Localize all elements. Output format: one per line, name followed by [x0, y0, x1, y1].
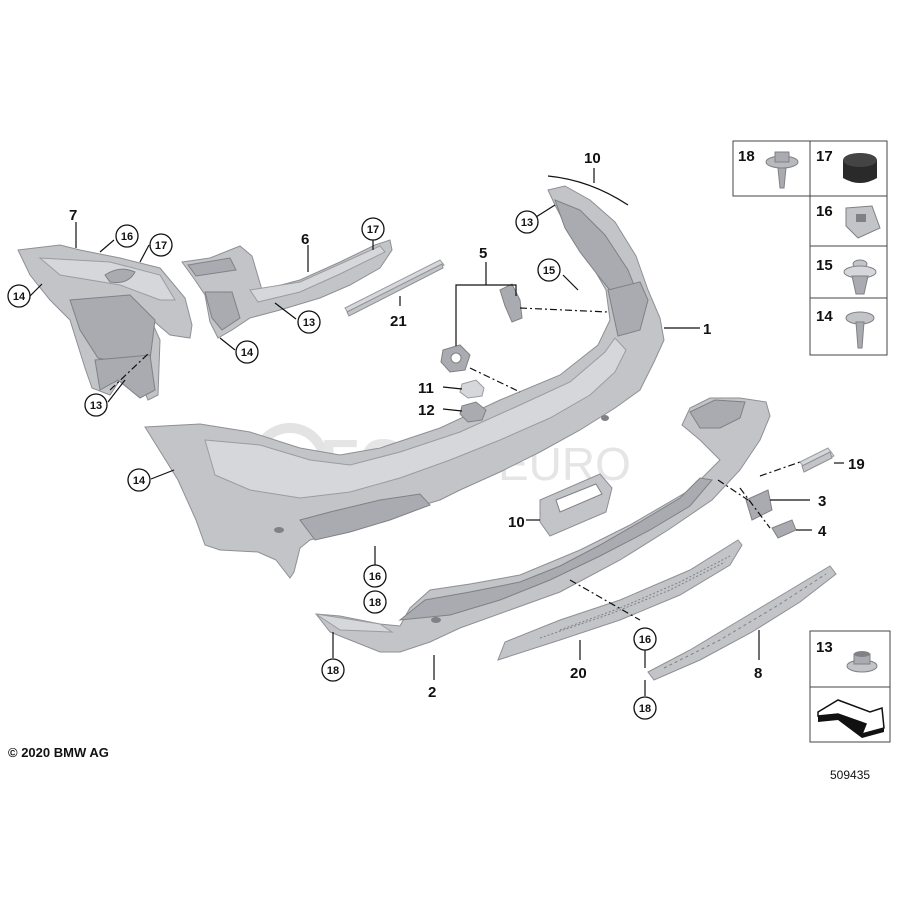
callout-19: 19 [848, 456, 865, 473]
circled-callout-14: 14 [235, 340, 259, 364]
svg-text:13: 13 [303, 317, 315, 329]
callout-6: 6 [301, 231, 309, 248]
svg-text:18: 18 [369, 597, 381, 609]
svg-text:13: 13 [521, 217, 533, 229]
legend-18-screw-with-washer: 18 [732, 140, 811, 197]
circled-callout-14: 14 [127, 468, 151, 492]
callout-9: 10 [508, 514, 525, 531]
circled-callout-17: 17 [149, 233, 173, 257]
rubber-buffer-icon [843, 153, 877, 183]
circled-callout-17: 17 [361, 217, 385, 241]
copyright-text: © 2020 BMW AG [8, 745, 109, 760]
svg-text:13: 13 [816, 639, 833, 656]
svg-text:14: 14 [13, 291, 26, 303]
circled-callout-18: 18 [321, 658, 345, 682]
part-5-sensor-holders [440, 283, 523, 373]
svg-text:14: 14 [816, 308, 833, 325]
circled-callout-16: 16 [633, 627, 657, 651]
body-screw-icon [845, 311, 875, 349]
legend-16-clip-nut: 16 [809, 195, 888, 247]
svg-text:16: 16 [639, 634, 651, 646]
circled-callouts: 16 17 14 17 13 14 13 13 15 14 16 18 18 1… [7, 210, 657, 720]
callout-12: 12 [418, 402, 435, 419]
screw-with-washer-icon [765, 151, 799, 189]
callout-1: 1 [703, 321, 711, 338]
callout-numbers: 10 7 6 5 21 1 11 12 19 3 4 10 2 20 8 [69, 150, 865, 701]
part-2-diffuser [314, 397, 771, 653]
dash-dot-leaders [109, 307, 801, 621]
part-20-grille [497, 539, 743, 661]
part-11-12-clips [459, 379, 487, 423]
circled-callout-13: 13 [84, 393, 108, 417]
svg-text:18: 18 [327, 665, 339, 677]
legend-15-expanding-rivet: 15 [809, 245, 888, 299]
circled-callout-18: 18 [633, 696, 657, 720]
flange-nut-icon [846, 651, 878, 673]
callout-5: 5 [479, 245, 487, 262]
legend-17-rubber-buffer: 17 [809, 140, 888, 197]
circled-callout-16: 16 [115, 224, 139, 248]
circled-callout-18: 18 [363, 590, 387, 614]
image-number: 509435 [830, 768, 871, 782]
svg-text:16: 16 [121, 231, 133, 243]
part-9-bracket [539, 473, 613, 537]
circled-callout-13: 13 [515, 210, 539, 234]
svg-text:17: 17 [367, 224, 379, 236]
part-8-lower-grille [647, 565, 837, 681]
leader-lines [29, 168, 844, 696]
part-7-left-bracket [17, 244, 193, 401]
part-6-guide-bracket [181, 239, 393, 339]
circled-callout-15: 15 [537, 258, 561, 282]
part-21-trim-strip [344, 259, 445, 317]
clip-nut-icon [845, 205, 881, 239]
circled-callout-14: 14 [7, 284, 31, 308]
legend-13-flange-nut: 13 [809, 630, 891, 688]
legend-14-body-screw: 14 [809, 297, 888, 356]
callout-20: 20 [570, 665, 587, 682]
svg-text:15: 15 [543, 265, 555, 277]
callout-7: 7 [69, 207, 77, 224]
svg-text:13: 13 [90, 400, 102, 412]
part-10-line [547, 175, 629, 206]
callout-4: 4 [818, 523, 827, 540]
svg-text:16: 16 [369, 571, 381, 583]
callout-8: 8 [754, 665, 762, 682]
expanding-rivet-icon [843, 259, 877, 295]
svg-text:14: 14 [241, 347, 254, 359]
svg-text:14: 14 [133, 475, 146, 487]
callout-21: 21 [390, 313, 407, 330]
callout-2: 2 [428, 684, 436, 701]
circled-callout-13: 13 [297, 310, 321, 334]
legend-symbol-box [809, 686, 891, 743]
circled-callout-16: 16 [363, 564, 387, 588]
callout-3: 3 [818, 493, 826, 510]
svg-text:17: 17 [155, 240, 167, 252]
svg-text:18: 18 [639, 703, 651, 715]
svg-text:16: 16 [816, 203, 833, 220]
svg-text:18: 18 [738, 148, 755, 165]
part-1-bumper-panel [144, 185, 665, 579]
fastener-legend: 18 17 16 15 [732, 140, 891, 743]
callout-10: 10 [584, 150, 601, 167]
callout-11: 11 [418, 380, 434, 397]
part-3-4-19-small-parts [745, 447, 835, 539]
svg-text:15: 15 [816, 257, 833, 274]
arrow-symbol-icon [817, 699, 885, 738]
svg-text:17: 17 [816, 148, 833, 165]
